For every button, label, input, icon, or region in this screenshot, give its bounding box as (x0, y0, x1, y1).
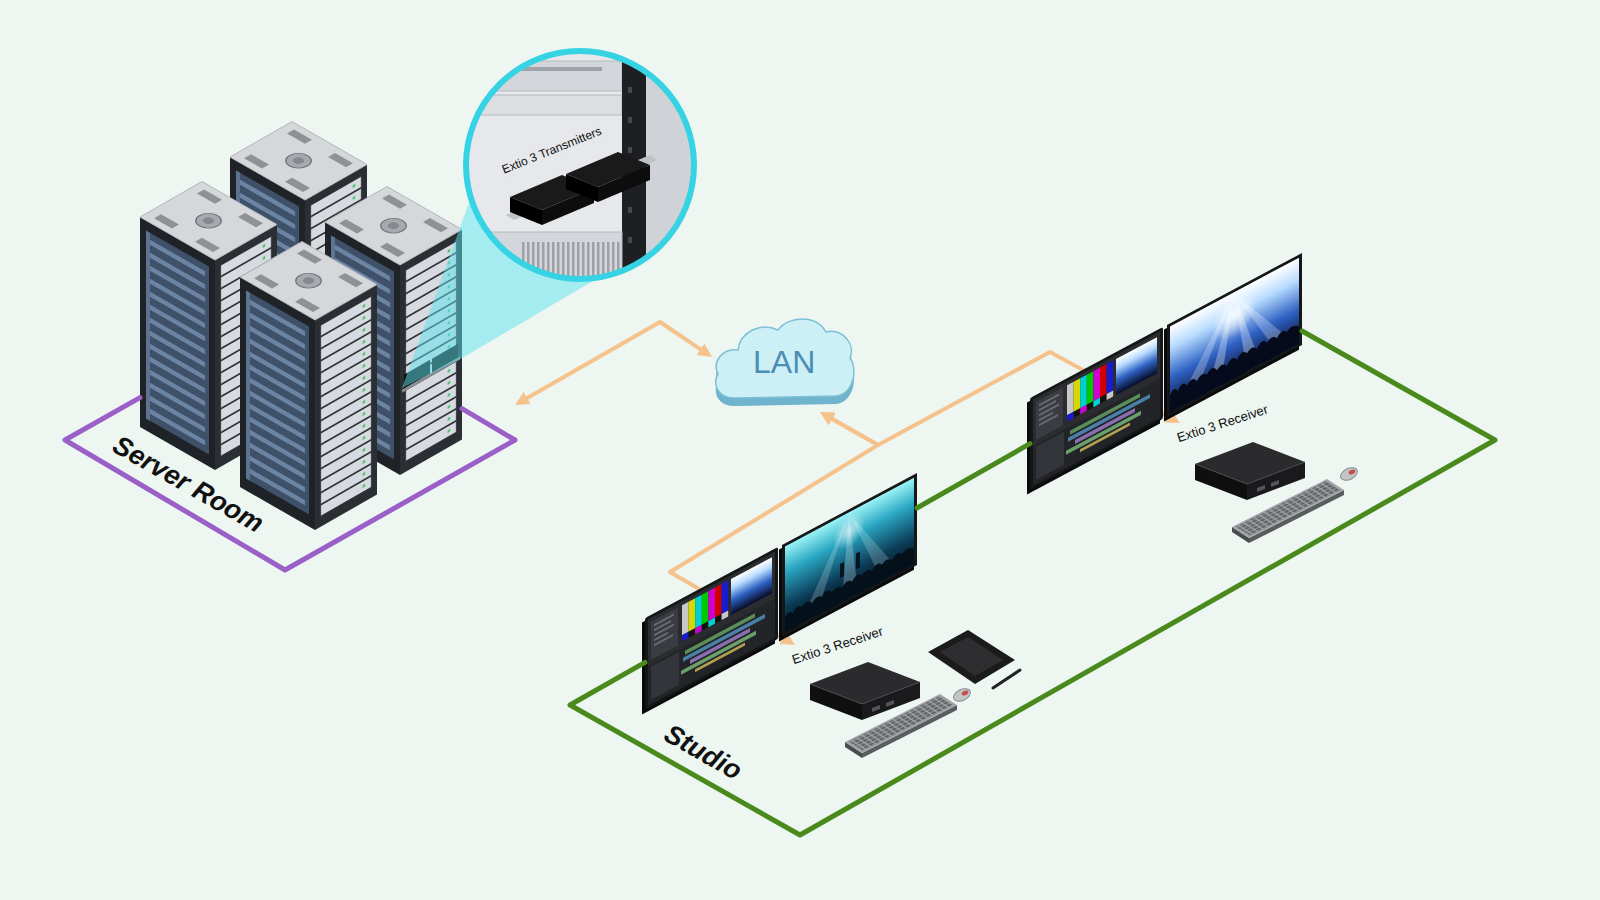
transmitter-closeup (628, 117, 632, 123)
region-outline (917, 444, 1030, 508)
transmitter-closeup (628, 147, 632, 153)
receiver-devices (810, 662, 920, 720)
connector-arrow (521, 322, 706, 401)
workstation-monitors (1027, 327, 1163, 495)
receiver-devices (1195, 442, 1305, 500)
transmitter-closeup (462, 47, 706, 283)
receiver-devices (810, 442, 1305, 720)
transmitter-closeup (462, 61, 622, 91)
desk-peripherals (961, 690, 969, 697)
desk-peripherals (993, 670, 1020, 688)
desk-peripherals (940, 637, 1003, 676)
desk-peripherals (952, 686, 973, 704)
desk-peripherals (845, 694, 957, 758)
workstation-monitors (779, 473, 917, 642)
region-title: Server Room (107, 429, 269, 539)
server-room-region: Server Room (65, 310, 515, 570)
transmitter-closeup (510, 197, 542, 225)
desk-peripherals (1339, 465, 1360, 483)
workstation-monitors (642, 547, 778, 715)
studio-region: StudioExtio 3 ReceiverExtio 3 Receiver (570, 310, 1495, 835)
region-title: Studio (659, 718, 747, 786)
server-racks (240, 242, 377, 531)
desk-peripherals (1348, 469, 1356, 476)
receiver-label: Extio 3 Receiver (795, 622, 890, 668)
transmitter-closeup (628, 207, 632, 213)
region-outline (65, 398, 515, 570)
lan-cloud: LAN (712, 312, 857, 412)
callout-circle (466, 51, 694, 279)
network-label: LAN (753, 344, 815, 381)
callout-label: Extio 3 Transmitters (497, 123, 607, 180)
transmitter-callout: Extio 3 Transmitters (462, 47, 698, 283)
transmitter-closeup (566, 174, 598, 202)
region-outline (570, 331, 1495, 835)
transmitter-closeup (628, 237, 632, 243)
transmitter-closeup (598, 165, 650, 202)
transmitter-closeup (628, 87, 632, 93)
device-label: Extio 3 Receiver (1175, 402, 1270, 445)
transmitter-closeup (500, 67, 504, 71)
workstation-monitors (642, 253, 1302, 715)
cloud-shape (716, 319, 854, 398)
desk-peripherals (928, 630, 1015, 684)
device-label: Extio 3 Receiver (790, 624, 885, 667)
workstation-monitors (1164, 253, 1302, 422)
transmitter-closeup (522, 67, 602, 71)
transmitter-closeup (462, 47, 706, 283)
desk-peripherals (845, 465, 1359, 758)
transmitter-closeup (472, 245, 476, 249)
receiver-label: Extio 3 Receiver (1180, 400, 1275, 446)
